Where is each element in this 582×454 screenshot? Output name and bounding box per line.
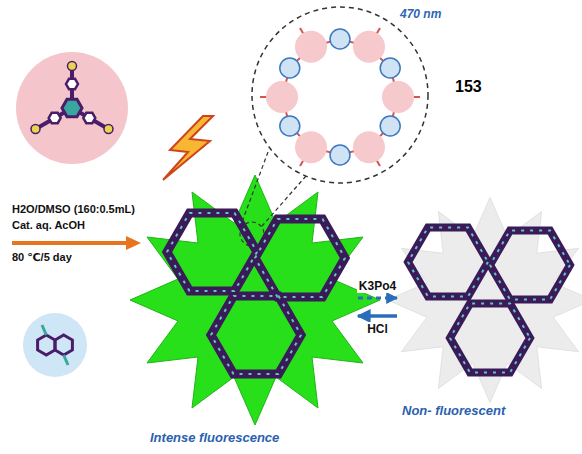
triazine-monomer	[66, 79, 78, 89]
grey-burst	[388, 198, 582, 403]
cof-framework	[211, 296, 301, 374]
zoom-circle	[280, 116, 300, 136]
triazine-monomer	[104, 125, 113, 134]
zoom-leader	[242, 152, 268, 222]
zoom-circle	[280, 58, 300, 78]
condition-label: 80 ℃/5 day	[12, 251, 72, 264]
zoom-circle	[382, 81, 414, 113]
cof-framework	[490, 230, 570, 299]
zoom-circle	[330, 29, 350, 49]
cof-framework	[211, 296, 301, 374]
condition-label: Cat. aq. AcOH	[12, 219, 85, 231]
framework-node: Non- fluorescent	[400, 200, 578, 420]
state-caption: Intense fluorescence	[150, 430, 279, 445]
zoom-circle	[252, 7, 428, 183]
condition-label: H2O/DMSO (160:0.5mL)	[12, 203, 135, 215]
green-burst	[130, 175, 380, 425]
cof-framework	[450, 303, 530, 372]
zoom-circle	[295, 31, 327, 63]
zoom-circle	[330, 145, 350, 165]
triazine-monomer	[83, 113, 95, 123]
framework-node: Intense fluorescence	[148, 195, 355, 447]
cof-framework	[167, 213, 257, 291]
reagent-label: K3Po4	[357, 279, 398, 293]
cof-framework	[255, 219, 345, 297]
green-burst	[130, 175, 380, 425]
figure-number: 153	[455, 78, 482, 96]
cof-framework	[490, 230, 570, 299]
naphthalene-monomer	[64, 355, 68, 365]
cof-framework	[167, 213, 345, 374]
triazine-monomer	[62, 99, 82, 116]
zoom-circle	[252, 7, 428, 183]
cof-framework	[450, 303, 530, 372]
cof-framework	[408, 227, 570, 372]
cof-framework	[255, 219, 345, 297]
reversible-arrow	[358, 314, 397, 318]
cof-framework	[408, 227, 488, 296]
triazine-monomer	[31, 125, 40, 134]
zoom-circle	[380, 116, 400, 136]
zoom-circle	[295, 131, 327, 163]
naphthalene-monomer	[38, 335, 55, 355]
zoom-circle	[380, 58, 400, 78]
reaction-arrow	[12, 241, 128, 245]
wavelength-label: 470 nm	[400, 7, 441, 21]
triazine-monomer	[16, 52, 128, 164]
zoom-circle	[353, 31, 385, 63]
triazine-monomer	[68, 62, 77, 71]
reaction-arrow	[12, 236, 141, 250]
triazine-monomer	[16, 52, 128, 164]
reagent-label: HCl	[365, 322, 390, 336]
naphthalene-monomer	[42, 325, 46, 335]
lightning-bolt	[163, 116, 213, 180]
cof-framework	[408, 227, 488, 296]
state-caption: Non- fluorescent	[402, 403, 505, 418]
reversible-arrow	[358, 297, 397, 300]
triazine-monomer	[49, 113, 61, 123]
lightning-bolt	[163, 116, 213, 180]
zoom-circle	[353, 131, 385, 163]
naphthalene-monomer	[23, 313, 87, 377]
zoom-circle	[266, 81, 298, 113]
grey-burst	[388, 198, 582, 403]
naphthalene-monomer	[55, 335, 72, 355]
naphthalene-monomer	[23, 313, 87, 377]
reaction-arrow	[126, 236, 141, 250]
cof-framework	[167, 213, 257, 291]
